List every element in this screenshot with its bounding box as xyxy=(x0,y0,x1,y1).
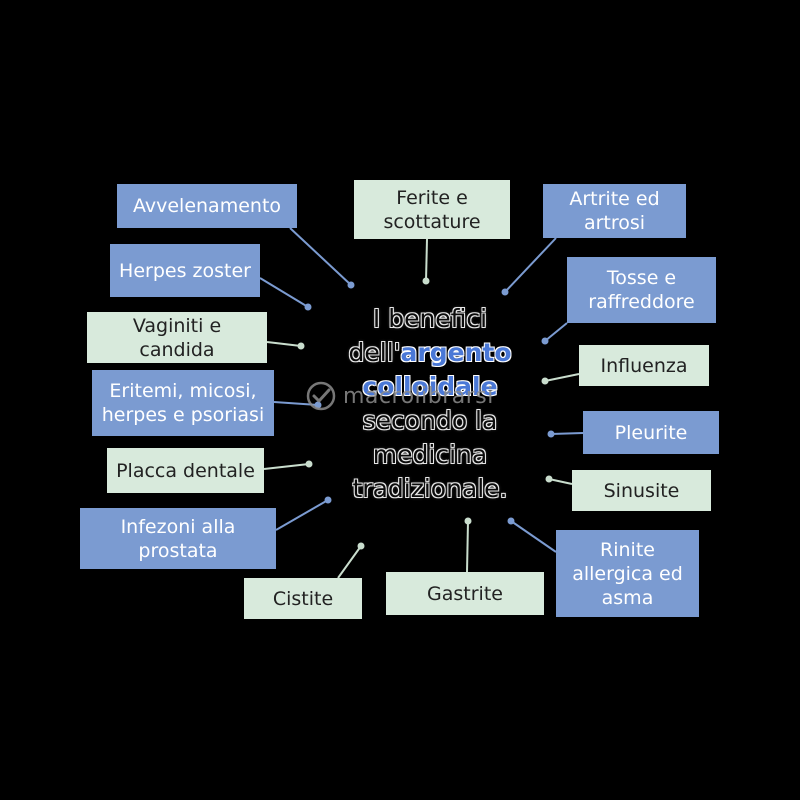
connector-dot-pleurite xyxy=(547,430,555,438)
connector-dot-sinusite xyxy=(545,475,553,483)
node-avvelenamento: Avvelenamento xyxy=(117,184,297,228)
connector-pleurite xyxy=(550,432,584,435)
connector-dot-prostata xyxy=(324,496,332,504)
watermark-text: macrolibrarsi xyxy=(343,383,494,409)
connector-dot-eritemi xyxy=(314,401,322,409)
title-line-2: dell'argento xyxy=(330,336,530,370)
node-prostata: Infezoni alla prostata xyxy=(80,508,276,569)
node-cistite: Cistite xyxy=(244,578,362,619)
connector-herpes-zoster xyxy=(259,277,309,308)
connector-influenza xyxy=(544,373,580,382)
connector-avvelenamento xyxy=(289,227,352,286)
connector-dot-rinite xyxy=(507,517,515,525)
node-herpes-zoster: Herpes zoster xyxy=(110,244,260,297)
connector-tosse xyxy=(544,322,568,342)
connector-artrite xyxy=(504,237,557,293)
connector-dot-placca xyxy=(305,460,313,468)
connector-dot-artrite xyxy=(501,288,509,296)
title-highlight-argento: argento xyxy=(400,338,512,367)
connector-dot-herpes-zoster xyxy=(304,303,312,311)
node-vaginiti: Vaginiti e candida xyxy=(87,312,267,363)
connector-rinite xyxy=(510,520,557,553)
connector-dot-cistite xyxy=(357,542,365,550)
node-eritemi: Eritemi, micosi, herpes e psoriasi xyxy=(92,370,274,436)
connector-dot-vaginiti xyxy=(297,342,305,350)
connector-prostata xyxy=(275,499,329,531)
check-circle-icon xyxy=(306,381,336,411)
node-influenza: Influenza xyxy=(579,345,709,386)
title-line-1: I benefici xyxy=(372,304,488,333)
connector-ferite xyxy=(425,238,428,282)
connector-dot-gastrite xyxy=(464,517,472,525)
node-placca: Placca dentale xyxy=(107,448,264,493)
title-line-2a: dell' xyxy=(348,338,401,367)
center-title: I benefici dell'argento colloidale secon… xyxy=(330,302,530,506)
node-rinite: Rinite allergica ed asma xyxy=(556,530,699,617)
node-artrite: Artrite ed artrosi xyxy=(543,184,686,238)
connector-gastrite xyxy=(466,520,469,573)
title-line-6: tradizionale. xyxy=(352,474,508,503)
connector-cistite xyxy=(337,545,362,579)
title-line-5: medicina xyxy=(372,440,488,469)
node-gastrite: Gastrite xyxy=(386,572,544,615)
watermark: macrolibrarsi xyxy=(305,380,494,412)
title-line-4: secondo la xyxy=(362,406,498,435)
connector-dot-tosse xyxy=(541,337,549,345)
connector-sinusite xyxy=(548,478,573,485)
title-highlight-colloidale: colloidale xyxy=(362,372,498,401)
node-pleurite: Pleurite xyxy=(583,411,719,454)
connector-dot-influenza xyxy=(541,377,549,385)
connector-placca xyxy=(263,463,310,470)
connector-vaginiti xyxy=(266,341,302,347)
node-tosse: Tosse e raffreddore xyxy=(567,257,716,323)
node-ferite: Ferite e scottature xyxy=(354,180,510,239)
connector-dot-ferite xyxy=(422,277,430,285)
connector-dot-avvelenamento xyxy=(347,281,355,289)
node-sinusite: Sinusite xyxy=(572,470,711,511)
